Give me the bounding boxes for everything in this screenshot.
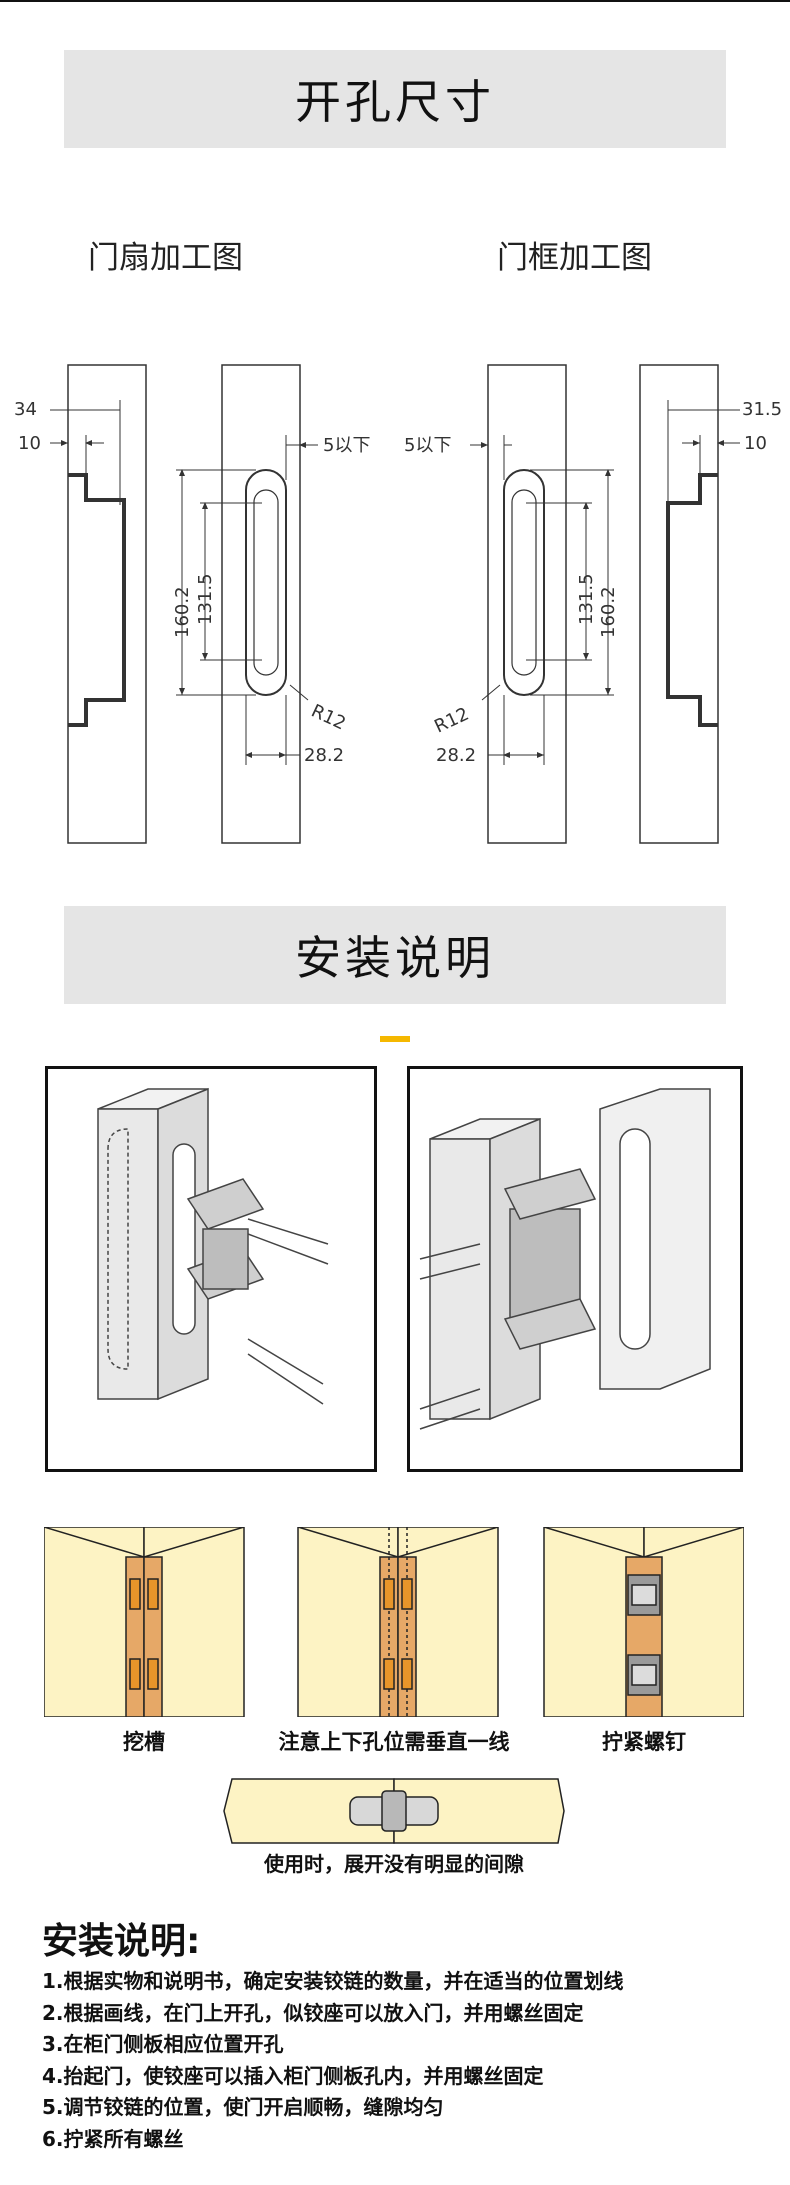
dim-34: 34	[14, 399, 37, 420]
dim-10-left: 10	[18, 433, 41, 454]
frame-front-profile	[487, 364, 567, 844]
dim-131-left: 131.5	[195, 573, 216, 625]
door-leaf-label: 门扇加工图	[88, 240, 243, 276]
drilling-dimension-drawing: 34 10 5以下 160.2 131.5 R12 28.2 5以下 131.5…	[14, 364, 782, 844]
step-diagram-align	[297, 1527, 499, 1717]
section-title-drilling: 开孔尺寸	[295, 75, 495, 129]
step-diagram-screws	[543, 1527, 744, 1717]
step-caption-align: 注意上下孔位需垂直一线	[278, 1730, 510, 1754]
dim-5-right: 5以下	[404, 435, 451, 456]
dim-r12-left: R12	[308, 700, 349, 734]
step-caption-groove: 挖槽	[123, 1730, 165, 1754]
section-banner-drilling: 开孔尺寸	[64, 50, 726, 148]
dim-10-right: 10	[744, 433, 767, 454]
step-caption-screws: 拧紧螺钉	[602, 1730, 686, 1754]
step-diagram-groove	[44, 1527, 245, 1717]
dim-28-right: 28.2	[436, 745, 476, 766]
dim-131-right: 131.5	[576, 573, 597, 625]
instruction-item: 1.根据实物和说明书，确定安装铰链的数量，并在适当的位置划线	[42, 1969, 624, 1993]
frame-side-profile	[639, 364, 719, 844]
top-divider	[0, 0, 790, 2]
dim-5-left: 5以下	[323, 435, 370, 456]
dim-160-left: 160.2	[172, 586, 193, 638]
install-illustration-leaf	[45, 1066, 377, 1472]
dim-160-right: 160.2	[598, 586, 619, 638]
instruction-item: 2.根据画线，在门上开孔，似铰座可以放入门，并用螺丝固定	[42, 2000, 584, 2025]
instruction-item: 4.抬起门，使铰座可以插入柜门侧板孔内，并用螺丝固定	[42, 2063, 544, 2088]
leaf-front-profile	[221, 364, 301, 844]
dim-r12-right: R12	[431, 704, 472, 738]
section-banner-install: 安装说明	[64, 906, 726, 1004]
dim-31-5: 31.5	[742, 399, 782, 420]
instruction-item: 3.在柜门侧板相应位置开孔	[42, 2032, 284, 2056]
section-title-install: 安装说明	[295, 931, 495, 985]
instruction-item: 6.拧紧所有螺丝	[42, 2126, 184, 2151]
instruction-item: 5.调节铰链的位置，使门开启顺畅，缝隙均匀	[42, 2095, 444, 2119]
dim-28-left: 28.2	[304, 745, 344, 766]
accent-bar	[380, 1036, 410, 1042]
door-frame-label: 门框加工图	[497, 240, 652, 276]
gap-diagram	[223, 1778, 565, 1844]
instructions-heading: 安装说明:	[42, 1921, 201, 1962]
step-diagrams	[44, 1527, 744, 1717]
instructions-list: 1.根据实物和说明书，确定安装铰链的数量，并在适当的位置划线 2.根据画线，在门…	[42, 1966, 624, 2155]
gap-caption: 使用时，展开没有明显的间隙	[264, 1852, 524, 1876]
leaf-side-profile	[67, 364, 147, 844]
install-illustration-frame	[407, 1066, 743, 1472]
